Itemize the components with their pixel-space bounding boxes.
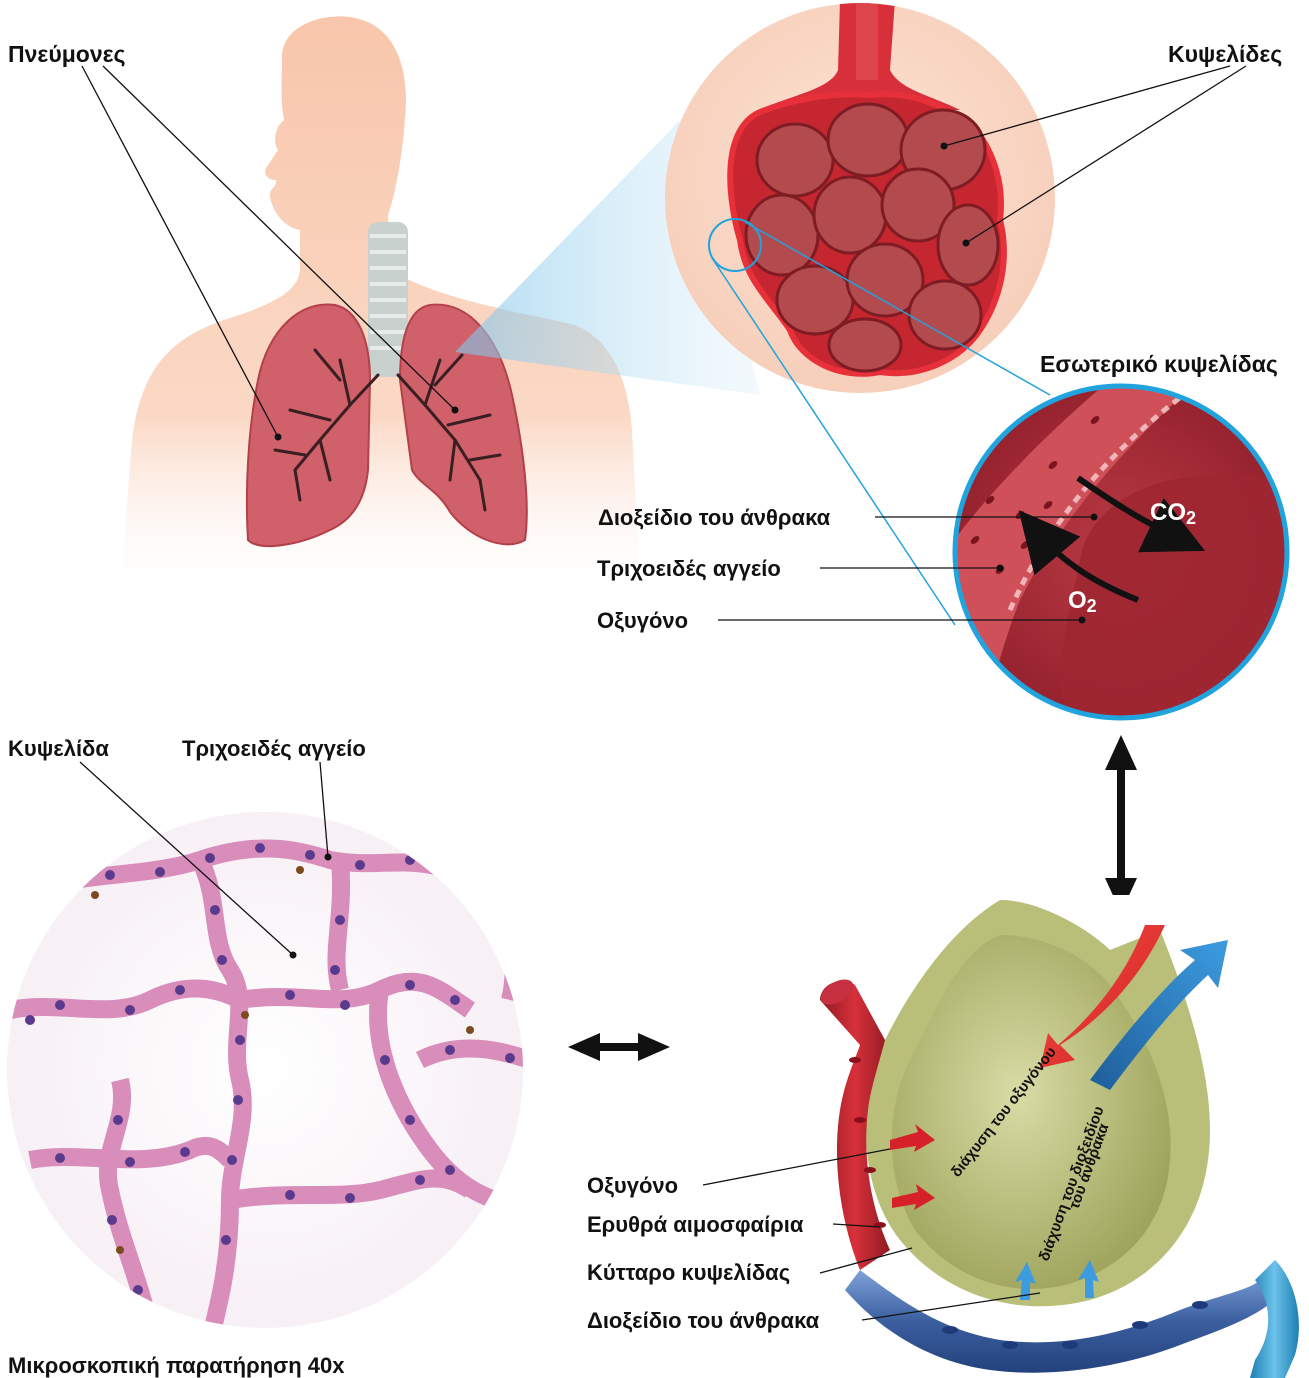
alveolus-sac-diagram: διάχυση του οξυγόνου διάχυση του διοξειδ… bbox=[790, 895, 1309, 1378]
label-alveolus-cell: Κύτταρο κυψελίδας bbox=[587, 1262, 790, 1284]
label-capillary-top: Τριχοειδές αγγείο bbox=[597, 558, 781, 580]
label-oxygen-bottom: Οξυγόνο bbox=[587, 1175, 678, 1197]
label-co2-top: Διοξείδιο του άνθρακα bbox=[598, 507, 830, 529]
horizontal-double-arrow bbox=[568, 1033, 670, 1061]
alveoli-zoom-circle bbox=[665, 0, 1055, 393]
label-alveolus-interior: Εσωτερικό κυψελίδας bbox=[1040, 353, 1278, 376]
vertical-double-arrow bbox=[1105, 735, 1137, 913]
label-microscope-caption: Μικροσκοπική παρατήρηση 40x bbox=[8, 1355, 344, 1377]
label-alveoli: Κυψελίδες bbox=[1168, 43, 1282, 66]
label-co2-bottom: Διοξείδιο του άνθρακα bbox=[587, 1310, 819, 1332]
label-alveolus: Κυψελίδα bbox=[8, 738, 109, 760]
microscope-circle bbox=[7, 812, 530, 1340]
label-oxygen-top: Οξυγόνο bbox=[597, 610, 688, 632]
label-red-blood-cells: Ερυθρά αιμοσφαίρια bbox=[587, 1214, 803, 1236]
label-capillary-micro: Τριχοειδές αγγείο bbox=[182, 738, 366, 760]
alveolus-interior-circle: CO2 O2 bbox=[940, 380, 1300, 720]
label-lungs: Πνεύμονες bbox=[8, 43, 126, 66]
